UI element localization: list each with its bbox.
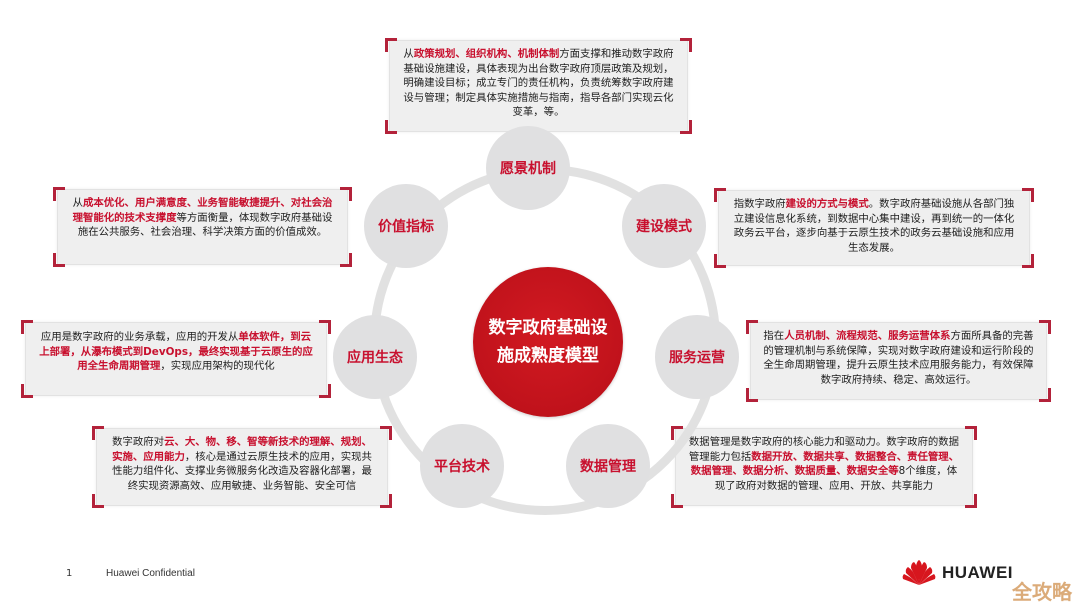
desc-box-vision: 从政策规划、组织机构、机制体制方面支撑和推动数字政府基础设施建设，具体表现为出台… — [385, 38, 692, 134]
desc-text-data: 数据管理是数字政府的核心能力和驱动力。数字政府的数据管理能力包括数据开放、数据共… — [686, 435, 962, 493]
desc-text-vision: 从政策规划、组织机构、机制体制方面支撑和推动数字政府基础设施建设，具体表现为出台… — [400, 47, 677, 120]
body-text: ，实现应用架构的现代化 — [160, 360, 275, 373]
center-title-line1: 数字政府基础设 — [488, 318, 608, 338]
desc-box-data: 数据管理是数字政府的核心能力和驱动力。数字政府的数据管理能力包括数据开放、数据共… — [671, 426, 977, 508]
body-text: 。数字政府基础设施从各部门独立建设信息化系统，到数据中心集中建设，再到统一的一体… — [733, 198, 1015, 254]
logo-text: HUAWEI — [942, 563, 1013, 582]
node-label-value: 价值指标 — [378, 219, 434, 235]
highlight-text: 政策规划、组织机构、机制体制 — [413, 48, 560, 60]
node-label-operation: 服务运营 — [669, 350, 725, 366]
highlight-text: 人员机制、流程规范、服务运营体系 — [784, 330, 951, 342]
page-number: 1 — [66, 568, 73, 579]
center-circle: 数字政府基础设 施成熟度模型 — [473, 267, 623, 417]
body-text: 应用是数字政府的业务承载，应用的开发从 — [40, 331, 239, 343]
desc-text-app: 应用是数字政府的业务承载，应用的开发从单体软件，到云上部署，从瀑布模式到DevO… — [36, 330, 316, 374]
highlight-text: 建设的方式与模式 — [785, 198, 869, 210]
highlight-text: 成本优化、用户满意度、业务智能敏捷提升、对社会治理智能化的技术支撑度 — [72, 197, 333, 224]
desc-text-value: 从成本优化、用户满意度、业务智能敏捷提升、对社会治理智能化的技术支撑度等方面衡量… — [68, 196, 337, 240]
desc-text-platform: 数字政府对云、大、物、移、智等新技术的理解、规划、实施、应用能力，核心是通过云原… — [107, 435, 377, 493]
node-vision: 愿景机制 — [486, 126, 570, 210]
center-title-line2: 施成熟度模型 — [497, 346, 599, 366]
desc-text-construction: 指数字政府建设的方式与模式。数字政府基础设施从各部门独立建设信息化系统，到数据中… — [729, 197, 1019, 255]
desc-box-platform: 数字政府对云、大、物、移、智等新技术的理解、规划、实施、应用能力，核心是通过云原… — [92, 426, 392, 508]
node-construction: 建设模式 — [622, 184, 706, 268]
node-label-platform: 平台技术 — [434, 459, 490, 475]
highlight-text: 云、大、物、移、智等新技术的理解、规划、实施、应用能力 — [112, 436, 372, 463]
node-operation: 服务运营 — [655, 315, 739, 399]
body-text: 方面所具备的完善的管理机制与系统保障，实现对数字政府建设和运行阶段的全生命周期管… — [763, 330, 1034, 386]
confidential-label: Huawei Confidential — [106, 568, 195, 579]
highlight-text: 数据开放、数据共享、数据整合、责任管理、数据管理、数据分析、数据质量、数据安全等 — [690, 450, 960, 478]
node-platform: 平台技术 — [420, 424, 504, 508]
watermark: 全攻略 — [1012, 580, 1072, 604]
node-data: 数据管理 — [566, 424, 650, 508]
node-label-app: 应用生态 — [347, 350, 403, 366]
node-value: 价值指标 — [364, 184, 448, 268]
body-text: 从 — [72, 197, 83, 209]
body-text: 指在 — [763, 330, 785, 342]
body-text: 等方面衡量，体现数字政府基础设施在公共服务、社会治理、科学决策方面的价值成效。 — [77, 211, 333, 239]
desc-box-construction: 指数字政府建设的方式与模式。数字政府基础设施从各部门独立建设信息化系统，到数据中… — [714, 188, 1034, 268]
body-text: ，核心是通过云原生技术的应用，实现共性能力组件化、支撑业务微服务化改造及容器化部… — [112, 450, 372, 492]
desc-box-value: 从成本优化、用户满意度、业务智能敏捷提升、对社会治理智能化的技术支撑度等方面衡量… — [53, 187, 352, 267]
body-text: 数字政府对 — [112, 436, 165, 448]
node-label-vision: 愿景机制 — [500, 161, 556, 177]
huawei-petal-logo-icon — [902, 560, 936, 585]
body-text: 8个维度，体现了政府对数据的管理、应用、开放、共享能力 — [714, 465, 958, 492]
body-text: 从 — [403, 48, 414, 60]
huawei-logo: HUAWEI — [902, 560, 1013, 586]
desc-box-app: 应用是数字政府的业务承载，应用的开发从单体软件，到云上部署，从瀑布模式到DevO… — [21, 320, 331, 398]
body-text: 方面支撑和推动数字政府基础设施建设，具体表现为出台数字政府顶层政策及规划，明确建… — [403, 48, 674, 119]
desc-text-operation: 指在人员机制、流程规范、服务运营体系方面所具备的完善的管理机制与系统保障，实现对… — [761, 329, 1036, 387]
desc-box-operation: 指在人员机制、流程规范、服务运营体系方面所具备的完善的管理机制与系统保障，实现对… — [746, 320, 1051, 402]
body-text: 指数字政府 — [733, 198, 786, 210]
node-label-construction: 建设模式 — [636, 219, 692, 235]
highlight-text: 单体软件，到云上部署，从瀑布模式到DevOps，最终实现基于云原生的应用全生命周… — [39, 331, 313, 373]
node-app: 应用生态 — [333, 315, 417, 399]
node-label-data: 数据管理 — [580, 459, 636, 475]
body-text: 数据管理是数字政府的核心能力和驱动力。数字政府的数据管理能力包括 — [688, 436, 960, 463]
